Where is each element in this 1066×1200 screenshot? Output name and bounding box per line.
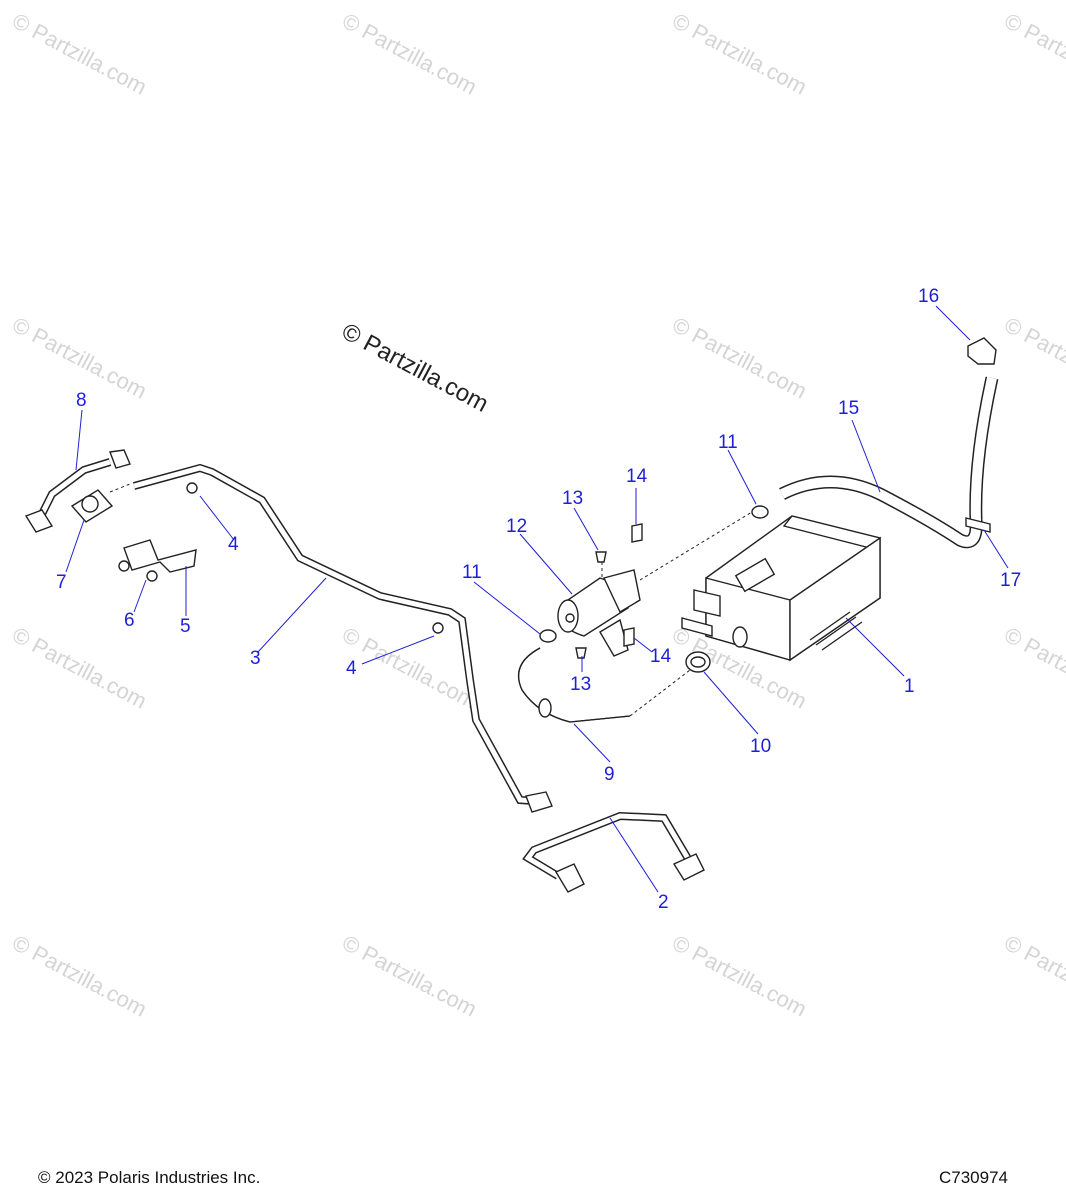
callout-11: 11 <box>718 432 738 453</box>
assembly-line <box>109 483 131 493</box>
bolt-6-part[interactable] <box>118 560 130 572</box>
callout-13: 13 <box>570 674 591 695</box>
nut-14-part[interactable] <box>631 523 643 543</box>
callout-9: 9 <box>604 764 615 785</box>
clamp-17-part[interactable] <box>965 517 991 533</box>
fastener-13-part[interactable] <box>595 551 607 563</box>
callout-15: 15 <box>838 398 859 419</box>
callout-14: 14 <box>626 466 648 487</box>
callout-13: 13 <box>562 488 583 509</box>
vapor-line-2-part[interactable] <box>522 811 705 893</box>
callout-14: 14 <box>650 646 672 667</box>
vapor-line-3-part[interactable] <box>132 463 553 813</box>
callout-labels: 1 2 3 4 4 5 6 7 8 9 10 11 11 12 13 13 14… <box>56 286 1021 913</box>
callout-4: 4 <box>228 534 239 555</box>
copyright-text: © 2023 Polaris Industries Inc. <box>38 1168 261 1187</box>
callout-5: 5 <box>180 616 191 637</box>
purge-valve-part[interactable] <box>557 569 641 657</box>
callout-7: 7 <box>56 572 67 593</box>
callout-10: 10 <box>750 736 771 757</box>
clip-4-part[interactable] <box>186 482 198 494</box>
clamp-10-part[interactable] <box>685 651 711 673</box>
hose-15-part[interactable] <box>779 376 999 549</box>
bracket-5-part[interactable] <box>123 539 197 573</box>
fastener-13-part[interactable] <box>575 647 587 659</box>
callout-16: 16 <box>918 286 939 307</box>
valve-7-part[interactable] <box>70 489 114 523</box>
callout-2: 2 <box>658 892 669 913</box>
callout-11: 11 <box>462 562 482 583</box>
diagram-id: C730974 <box>938 1168 1008 1187</box>
bolt-6-part[interactable] <box>146 570 158 582</box>
connector-16-part[interactable] <box>967 337 997 365</box>
clip-4-part[interactable] <box>432 622 444 634</box>
callout-8: 8 <box>76 390 87 411</box>
leader-lines <box>65 305 1009 893</box>
canister-part[interactable] <box>681 515 882 662</box>
callout-4: 4 <box>346 658 357 679</box>
assembly-line <box>629 669 691 717</box>
callout-17: 17 <box>1000 570 1021 591</box>
hose-9-part[interactable] <box>517 647 631 723</box>
callout-6: 6 <box>124 610 135 631</box>
assembly-line <box>639 511 753 581</box>
callout-1: 1 <box>904 676 915 697</box>
callout-3: 3 <box>250 648 261 669</box>
hose-8-part[interactable] <box>24 449 131 533</box>
clamp-11-part[interactable] <box>751 505 769 519</box>
nut-14-part[interactable] <box>623 627 635 647</box>
callout-12: 12 <box>506 516 527 537</box>
clamp-11-part[interactable] <box>539 629 557 643</box>
